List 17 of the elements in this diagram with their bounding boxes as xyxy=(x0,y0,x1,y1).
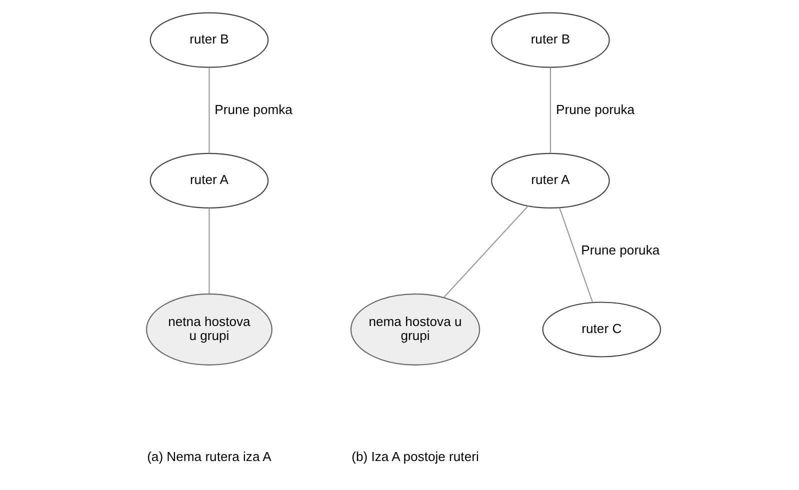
connector xyxy=(558,207,593,302)
node-ellipse: ruter C xyxy=(542,302,661,358)
node-ellipse: netna hostova u grupi xyxy=(146,294,272,366)
node-ellipse: ruter B xyxy=(490,12,610,68)
edge-label: Prune pomka xyxy=(214,102,292,117)
connector xyxy=(208,208,210,294)
connector xyxy=(442,206,528,298)
connector xyxy=(208,68,210,154)
node-ellipse: ruter A xyxy=(149,152,268,208)
edge-label: Prune poruka xyxy=(556,102,634,117)
label: (a) Nema rutera iza A xyxy=(146,448,271,464)
node-ellipse: nema hostova u grupi xyxy=(350,294,480,366)
node-ellipse: ruter A xyxy=(490,152,610,208)
connector xyxy=(549,68,550,154)
node-ellipse: ruter B xyxy=(149,12,268,68)
edge-label: Prune poruka xyxy=(580,242,660,258)
label: (b) Iza A postoje ruteri xyxy=(351,448,478,464)
